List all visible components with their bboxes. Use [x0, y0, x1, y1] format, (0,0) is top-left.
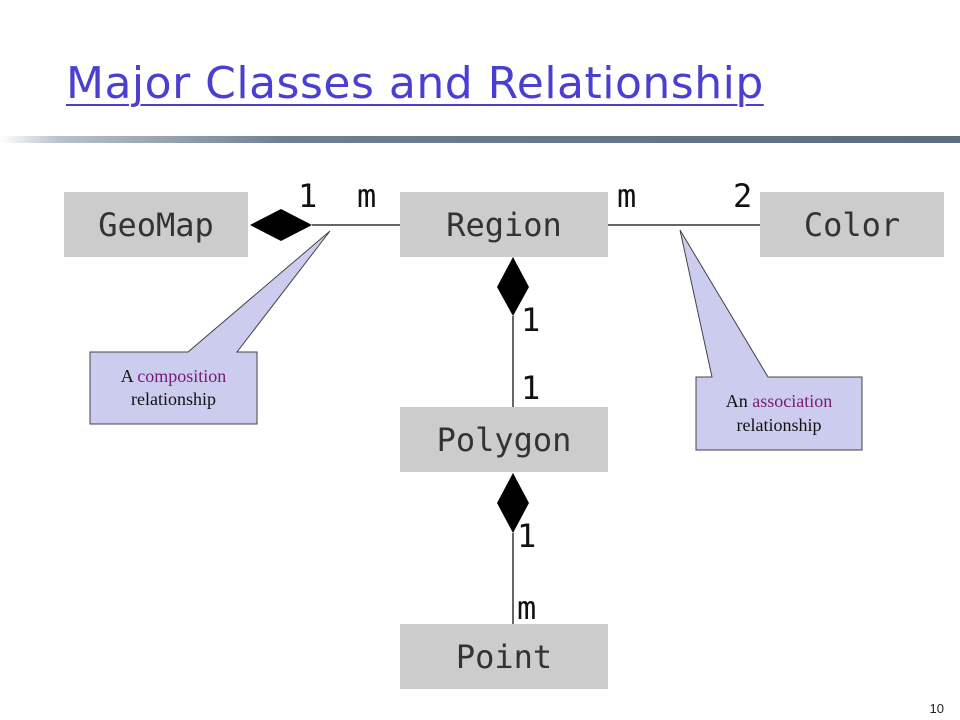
- class-point: Point: [400, 624, 608, 689]
- multiplicity-polygon-point-end: 1: [517, 517, 537, 555]
- composition-diamond-geomap: [250, 209, 312, 241]
- composition-diamond-polygon: [497, 473, 529, 533]
- association-callout-prefix: An: [725, 391, 748, 412]
- composition-callout-suffix: relationship: [131, 389, 216, 409]
- composition-diamond-region: [497, 257, 529, 316]
- title-divider: [0, 136, 960, 143]
- multiplicity-region-polygon-end: 1: [521, 301, 541, 339]
- class-geomap: GeoMap: [64, 192, 248, 257]
- composition-callout-prefix: A: [120, 365, 133, 386]
- slide-title: Major Classes and Relationship: [66, 58, 764, 109]
- multiplicity-region-color-end: m: [617, 177, 637, 215]
- page-number: 10: [929, 701, 944, 716]
- multiplicity-geomap-end: 1: [298, 177, 318, 215]
- association-callout: [679, 229, 863, 451]
- multiplicity-polygon-region-end: 1: [521, 369, 541, 407]
- association-callout-highlight: association: [752, 391, 833, 412]
- class-polygon: Polygon: [400, 407, 608, 472]
- composition-callout: [89, 230, 331, 425]
- class-color: Color: [760, 192, 944, 257]
- composition-callout-highlight: composition: [137, 365, 227, 386]
- class-region: Region: [400, 192, 608, 257]
- multiplicity-color-end: 2: [733, 177, 753, 215]
- association-callout-suffix: relationship: [736, 414, 822, 435]
- multiplicity-point-end: m: [517, 589, 537, 627]
- association-callout-text: An association relationship: [696, 377, 862, 450]
- multiplicity-region-geomap-end: m: [357, 177, 377, 215]
- composition-callout-text: A composition relationship: [90, 352, 257, 424]
